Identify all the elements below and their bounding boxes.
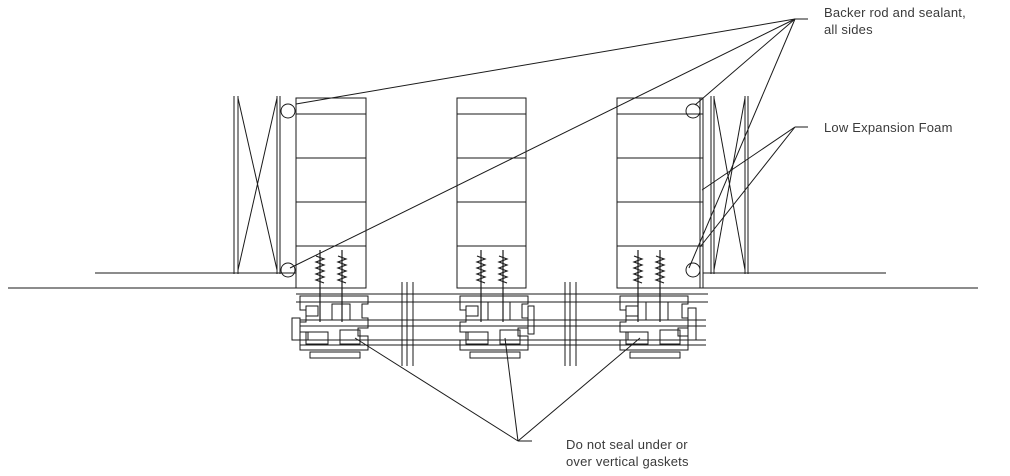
extrusion-profile-right	[619, 295, 697, 359]
extrusion-profile-middle	[459, 295, 535, 359]
screw-1	[314, 250, 326, 322]
callout-line: Low Expansion Foam	[824, 120, 953, 135]
block-column-middle	[456, 97, 527, 289]
callout-line: Do not seal under or	[566, 437, 688, 452]
callout-low-expansion-foam: Low Expansion Foam	[824, 119, 1004, 136]
right-wall-framing	[710, 96, 749, 274]
left-wall-framing	[233, 96, 281, 274]
leader-lines	[289, 18, 808, 442]
callout-line: over vertical gaskets	[566, 454, 689, 469]
frame-rails	[296, 282, 708, 366]
callout-vertical-gaskets: Do not seal under or over vertical gaske…	[566, 436, 766, 470]
screw-6	[654, 250, 666, 322]
screw-3	[475, 250, 487, 322]
extrusion-profile-left	[291, 295, 369, 359]
callout-line: Backer rod and sealant,	[824, 5, 966, 20]
callout-line: all sides	[824, 22, 873, 37]
screw-4	[497, 250, 509, 322]
screw-2	[336, 250, 348, 322]
wall-lines	[8, 272, 978, 289]
anchor-screws	[314, 250, 666, 322]
callout-backer-rod-and-sealant: Backer rod and sealant, all sides	[824, 4, 1004, 38]
backer-rods	[280, 103, 701, 278]
